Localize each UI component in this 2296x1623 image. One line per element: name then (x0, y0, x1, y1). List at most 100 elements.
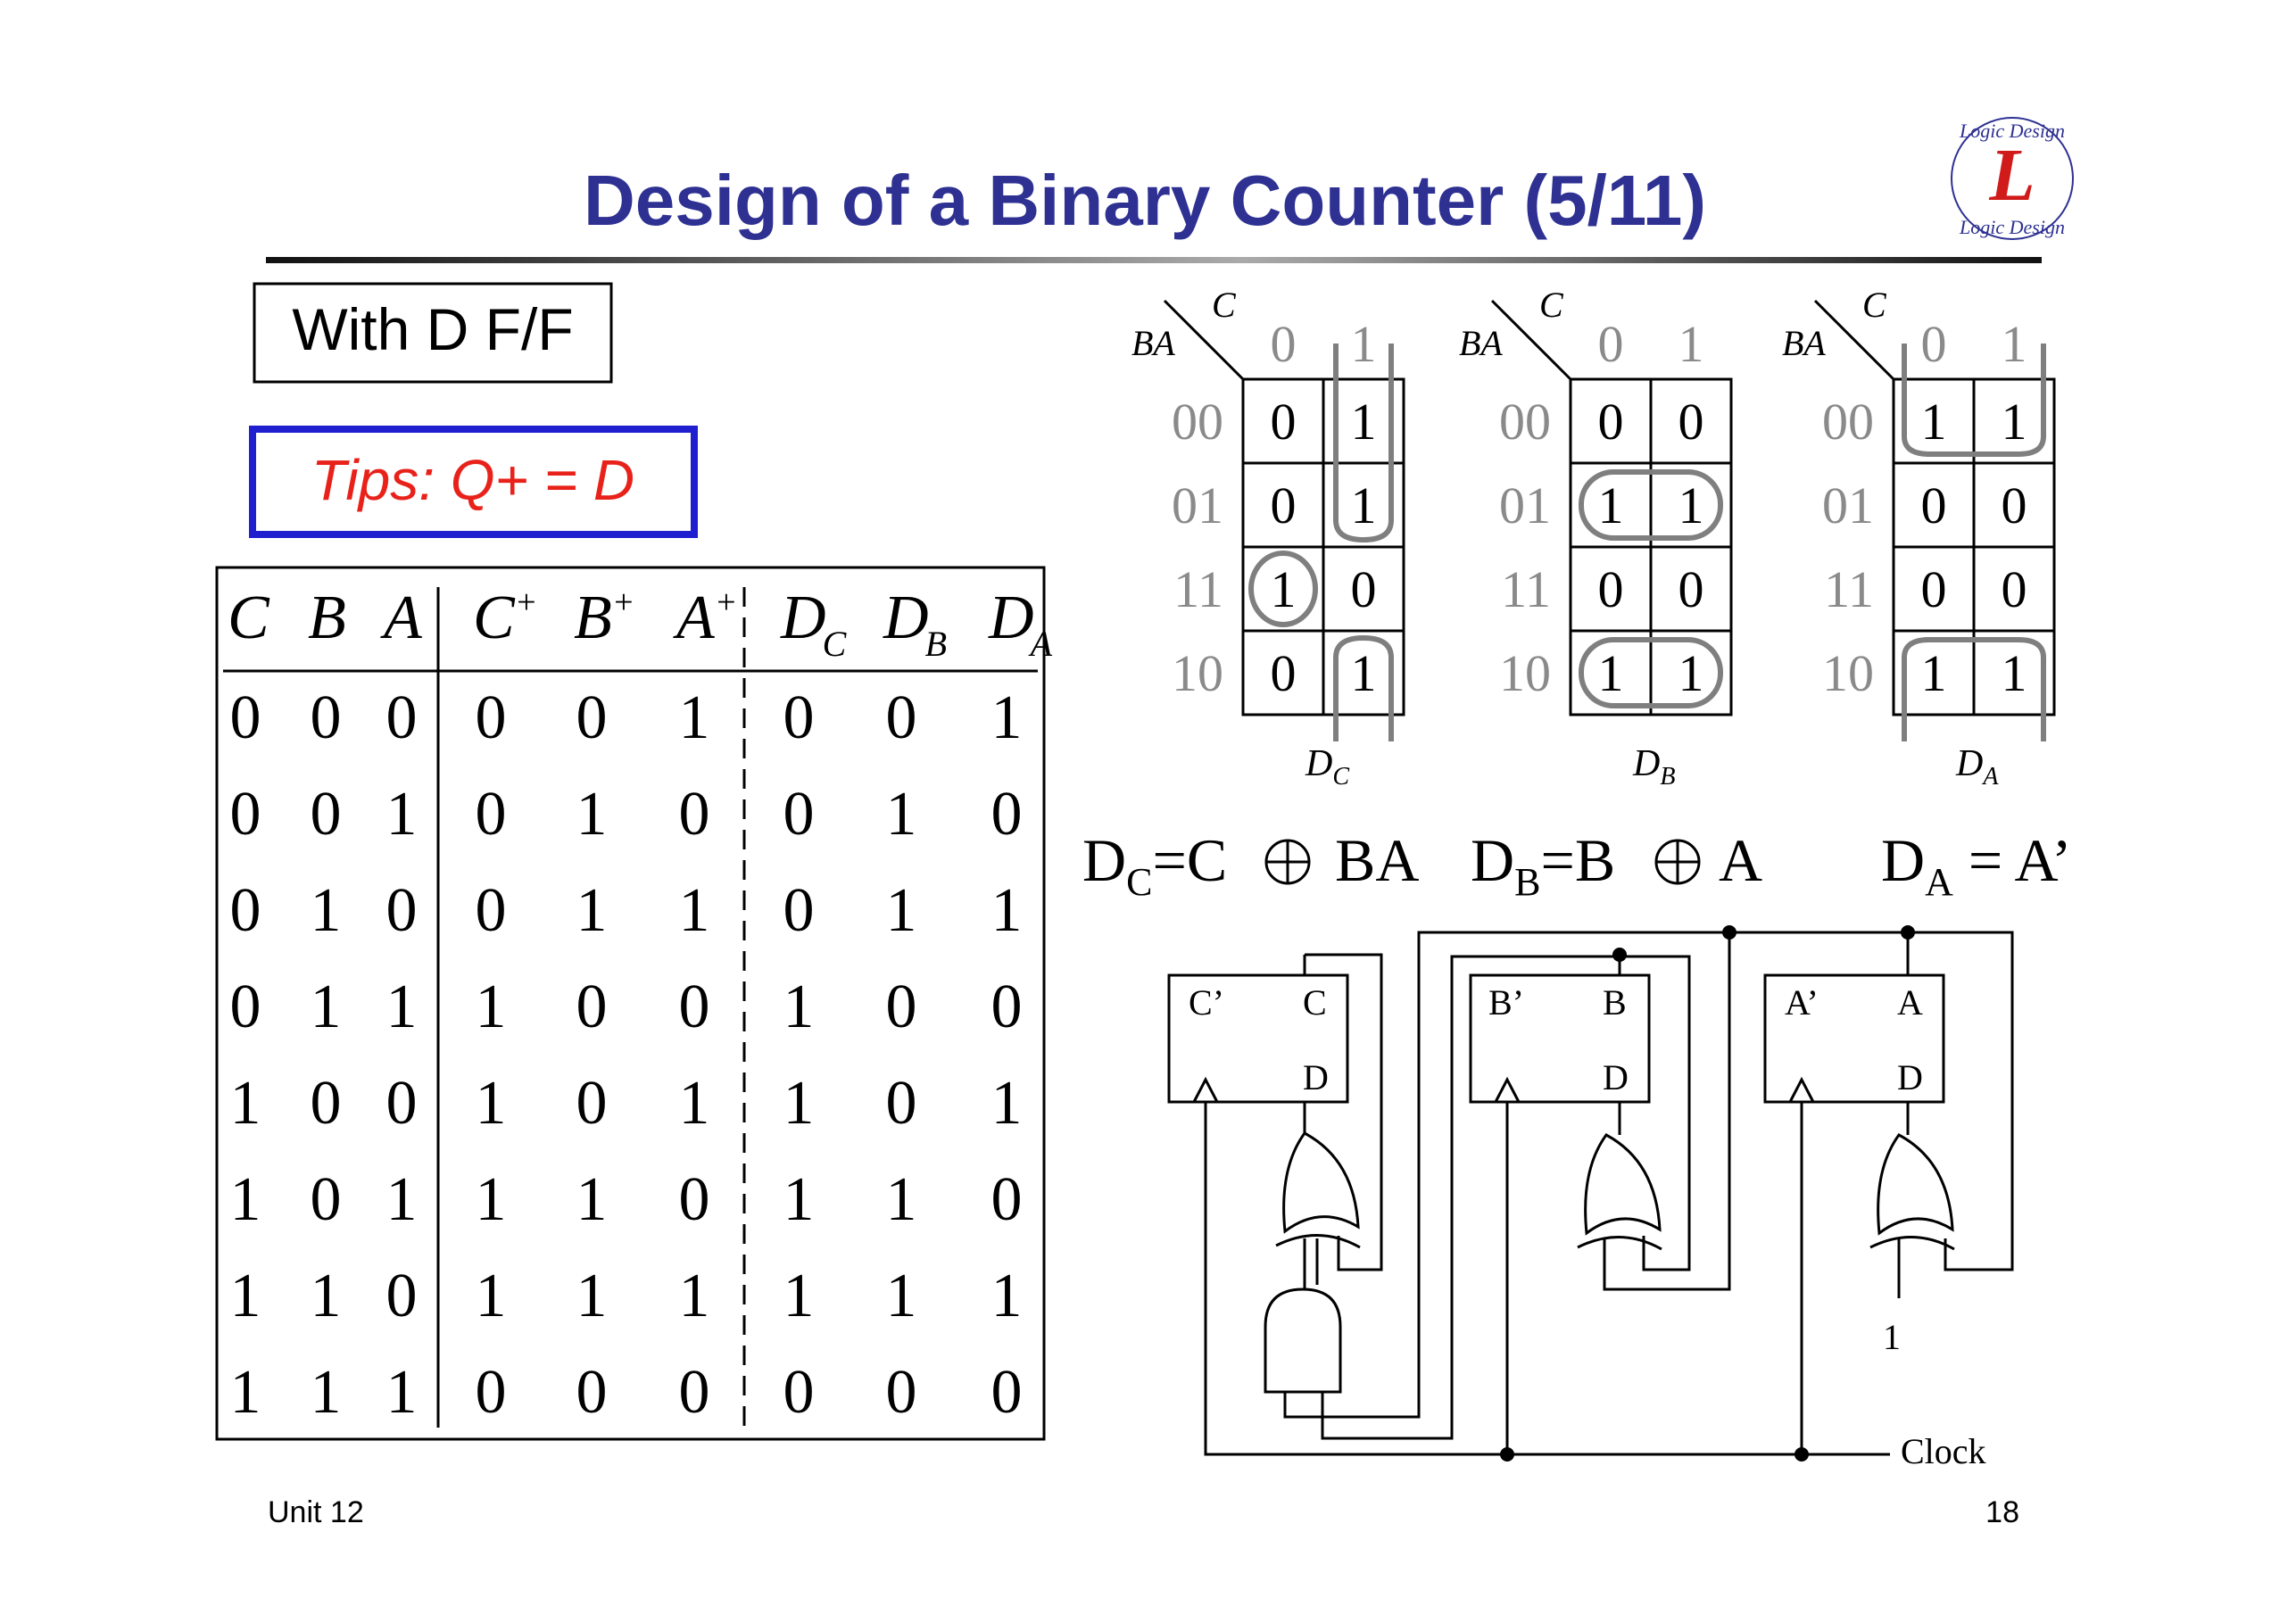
kmap-col-label: 0 (1921, 315, 1947, 373)
kmap-row-label: 11 (1173, 560, 1223, 618)
truth-table-cell: 0 (886, 973, 917, 1041)
ff-c-qbar: C’ (1189, 982, 1224, 1023)
kmap-cell: 0 (1271, 393, 1297, 451)
kmap-col-label: 0 (1598, 315, 1624, 373)
truth-table-header: B (308, 584, 346, 652)
xor-symbol-2 (1654, 839, 1701, 885)
kmap-var-row: BA (1459, 323, 1503, 363)
kmap-cell: 0 (1598, 560, 1624, 618)
truth-table-cell: 0 (679, 1165, 710, 1234)
truth-table-cell: 1 (783, 1069, 815, 1138)
flipflop-a (1763, 973, 1945, 1104)
kmap-cell: 1 (1351, 644, 1377, 702)
logic-design-logo: L Logic Design Logic Design (1951, 117, 2074, 240)
truth-table-cell: 0 (576, 1069, 608, 1138)
kmap-row-label: 01 (1822, 476, 1874, 534)
and-gate (1264, 1288, 1342, 1394)
footer-unit: Unit 12 (268, 1495, 364, 1529)
truth-table-cell: 0 (476, 876, 507, 945)
kmap-cell: 0 (1351, 560, 1377, 618)
truth-table-header: C (228, 584, 270, 652)
ff-a-qbar: A’ (1785, 982, 1819, 1023)
truth-table-header: A (380, 584, 422, 652)
xor-symbol-1 (1264, 839, 1311, 885)
truth-table-cell: 1 (783, 973, 815, 1041)
truth-table-cell: 0 (311, 1069, 342, 1138)
truth-table-cell: 1 (679, 1262, 710, 1330)
truth-table-cell: 1 (311, 1358, 342, 1427)
truth-table-cell: 0 (386, 1069, 418, 1138)
truth-table-cell: 0 (783, 876, 815, 945)
truth-table-cell: 0 (783, 683, 815, 752)
truth-table-cell: 0 (991, 973, 1023, 1041)
equation-db-rhs: A (1719, 826, 1762, 894)
truth-table-cell: 0 (311, 1165, 342, 1234)
truth-table-cell: 1 (679, 1069, 710, 1138)
kmap-cell: 1 (1598, 644, 1624, 702)
kmap-cell: 1 (1921, 644, 1947, 702)
truth-table-cell: 0 (886, 1069, 917, 1138)
xor-gate-b (1577, 1133, 1662, 1251)
truth-table-cell: 1 (386, 973, 418, 1041)
truth-table-cell: 1 (576, 780, 608, 849)
ff-a-q: A (1897, 982, 1923, 1023)
truth-table-cell: 1 (991, 1069, 1023, 1138)
truth-table-cell: 0 (311, 780, 342, 849)
logo-ring-text-top: Logic Design (1959, 120, 2065, 142)
truth-table-cell: 1 (230, 1165, 261, 1234)
kmap-row-label: 10 (1499, 644, 1551, 702)
truth-table-cell: 0 (991, 1165, 1023, 1234)
kmap-cell: 0 (2002, 476, 2027, 534)
truth-table-cell: 0 (679, 780, 710, 849)
truth-table-cell: 0 (476, 1358, 507, 1427)
truth-table-cell: 0 (386, 683, 418, 752)
clock-label: Clock (1901, 1431, 1986, 1471)
kmap-row-label: 00 (1822, 393, 1874, 451)
truth-table-cell: 0 (679, 1358, 710, 1427)
truth-table-cell: 0 (476, 780, 507, 849)
truth-table-cell: 1 (991, 876, 1023, 945)
kmap-row-label: 01 (1172, 476, 1223, 534)
kmap-cell: 0 (1271, 644, 1297, 702)
kmap-row-label: 10 (1822, 644, 1874, 702)
truth-table-cell: 0 (386, 876, 418, 945)
ff-c-d: D (1303, 1057, 1329, 1097)
flipflop-b (1469, 973, 1651, 1104)
truth-table-cell: 1 (886, 780, 917, 849)
kmap-row-label: 01 (1499, 476, 1551, 534)
kmap-cell: 0 (1921, 560, 1947, 618)
kmap-function-label: DC (1305, 743, 1349, 791)
method-label: With D F/F (292, 296, 573, 362)
kmap-cell: 1 (1921, 393, 1947, 451)
truth-table-cell: 0 (230, 973, 261, 1041)
truth-table-cell: 0 (230, 780, 261, 849)
counter-circuit: C’ C D B’ B D A’ A D 1 Clock (1167, 925, 2014, 1471)
truth-table-header: DC (780, 584, 848, 664)
equation-da: DA = A’ (1881, 826, 2072, 904)
ff-b-qbar: B’ (1488, 982, 1524, 1023)
truth-table-cell: 0 (576, 973, 608, 1041)
truth-table-cell: 1 (783, 1262, 815, 1330)
kmap-cell: 0 (2002, 560, 2027, 618)
truth-table-cell: 1 (311, 973, 342, 1041)
truth-table-cell: 1 (991, 1262, 1023, 1330)
kmap-groupings (1902, 344, 2046, 741)
truth-table-cell: 0 (783, 1358, 815, 1427)
truth-table-cell: 0 (311, 683, 342, 752)
truth-table-cell: 1 (311, 876, 342, 945)
ff-a-d: D (1897, 1057, 1923, 1097)
method-label-box (253, 282, 613, 384)
truth-table-cell: 0 (230, 683, 261, 752)
kmap-row-label: 00 (1172, 393, 1223, 451)
kmap-col-label: 1 (2002, 315, 2027, 373)
tips-box (249, 426, 698, 538)
truth-table-cell: 0 (576, 1358, 608, 1427)
truth-table-cell: 1 (476, 1262, 507, 1330)
truth-table-cell: 0 (476, 683, 507, 752)
truth-table-cell: 0 (386, 1262, 418, 1330)
